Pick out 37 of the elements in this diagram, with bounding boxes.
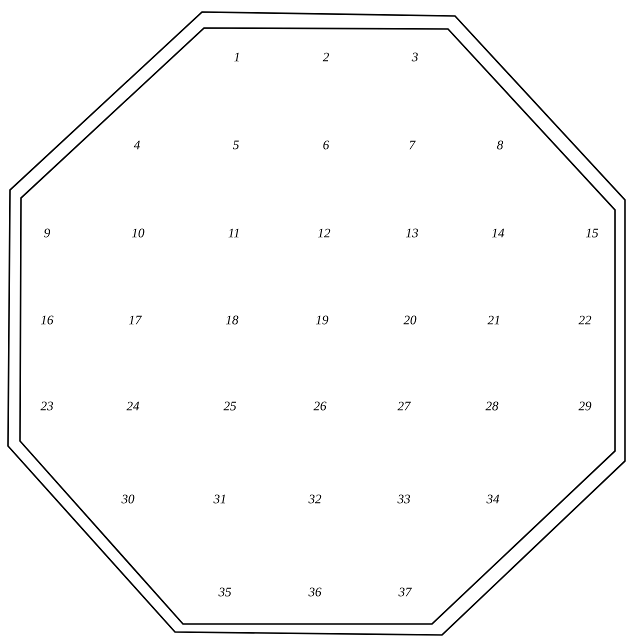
cell-number: 1 xyxy=(234,52,239,62)
cell-number: 13 xyxy=(406,228,418,238)
cell-number: 2 xyxy=(322,52,329,62)
cell-number: 32 xyxy=(308,494,322,504)
cell-number: 5 xyxy=(232,140,239,150)
cell-number: 6 xyxy=(323,140,330,150)
cell-number: 18 xyxy=(226,316,238,324)
cell-number: 19 xyxy=(316,316,328,324)
cell-number: 16 xyxy=(41,316,54,324)
cell-number: 34 xyxy=(486,494,500,504)
cell-number: 14 xyxy=(492,228,504,238)
cell-number: 3 xyxy=(412,52,418,62)
cell-number: 15 xyxy=(586,228,598,238)
cell-number: 17 xyxy=(129,316,142,324)
cell-number: 35 xyxy=(218,588,232,596)
cell-number: 37 xyxy=(398,588,412,596)
cell-number: 29 xyxy=(578,402,592,410)
cell-number: 25 xyxy=(224,402,236,410)
cell-number: 31 xyxy=(214,494,226,504)
cell-number: 8 xyxy=(497,140,504,150)
cell-number: 27 xyxy=(398,402,411,410)
cell-number: 12 xyxy=(318,228,330,238)
cell-number: 28 xyxy=(486,402,498,410)
cell-number: 36 xyxy=(308,588,322,596)
cell-number: 20 xyxy=(404,316,416,324)
cell-number: 30 xyxy=(122,494,134,504)
cell-number: 9 xyxy=(44,228,50,238)
cell-number: 7 xyxy=(410,140,416,150)
cell-number: 10 xyxy=(132,228,144,238)
cell-number: 11 xyxy=(228,228,239,238)
cell-number: 24 xyxy=(126,402,140,410)
cell-number: 21 xyxy=(488,316,500,324)
cell-number: 26 xyxy=(314,402,326,410)
cell-number: 4 xyxy=(134,140,140,150)
cell-number: 23 xyxy=(40,402,54,410)
cell-number: 22 xyxy=(578,316,592,324)
cell-number: 33 xyxy=(398,494,410,504)
